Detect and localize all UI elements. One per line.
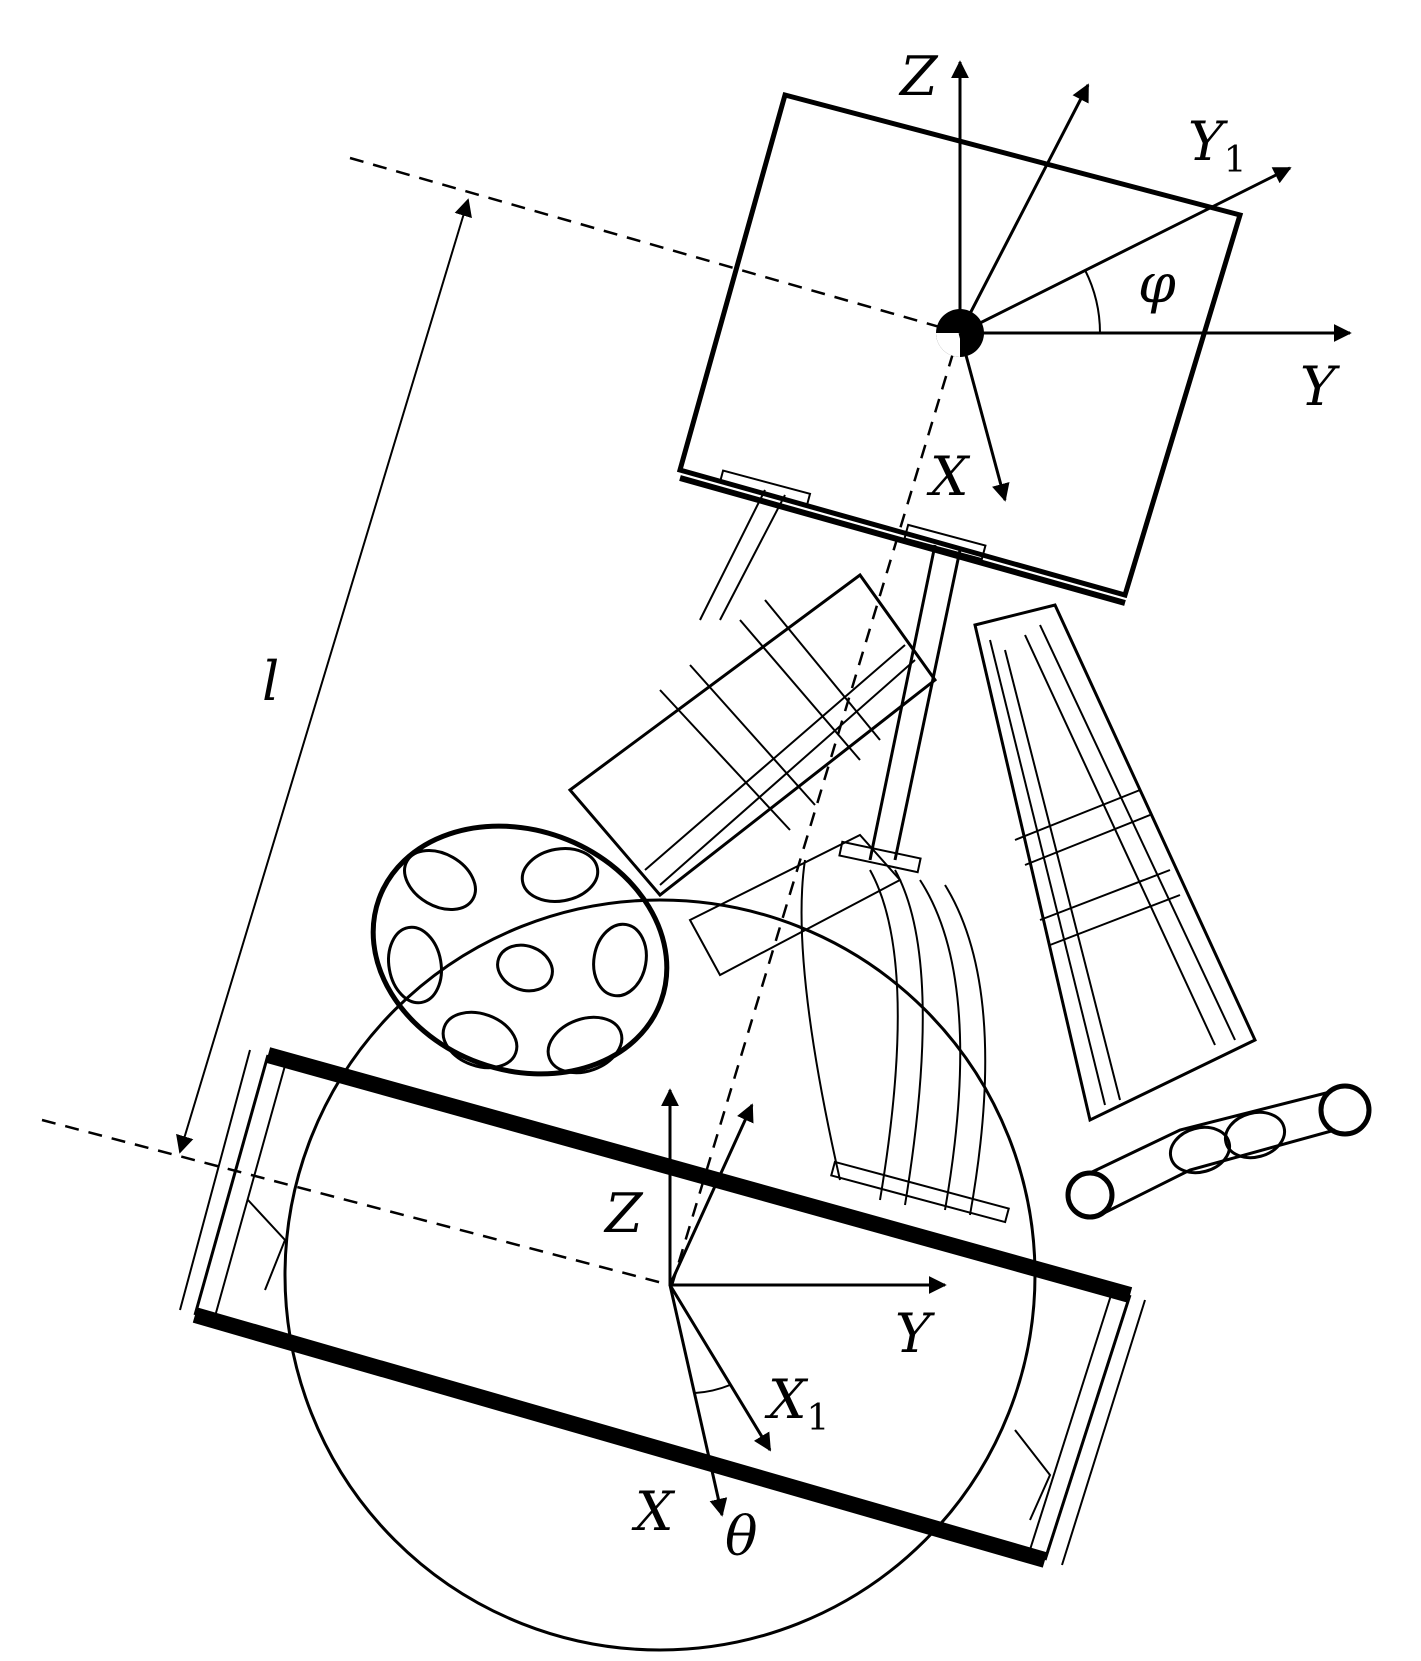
upper-dashed-line [349,156,951,332]
lower-x1-axis [668,1284,772,1452]
lower-tilted-z-axis [668,1103,754,1286]
phi-angle-arc [1084,269,1101,334]
upper-box [676,91,1244,606]
center-dashed-line [670,329,962,1286]
upper-phi-label: φ [1138,252,1176,315]
lower-x1-label: X1 [764,1368,829,1439]
lower-theta-label: θ [725,1505,758,1568]
omni-wheel [370,823,670,1077]
lower-x-label: X [631,1480,676,1543]
length-dimension-arrow [176,198,472,1154]
lower-z-label: Z [603,1182,644,1245]
side-strut [973,603,1257,1123]
upper-y1-axis [959,166,1292,335]
upper-x-axis [958,332,1010,502]
robot-body-drawing [179,91,1372,1652]
leg-tubes [800,859,1010,1224]
lower-dashed-line [41,1118,671,1287]
upper-z-label: Z [898,45,939,108]
support-post [699,469,987,874]
upper-tilted-z-axis [958,83,1090,334]
theta-angle-arc [694,1384,731,1394]
wheel-arm [567,572,938,977]
upper-x-label: X [926,445,971,508]
side-handle [1065,1083,1372,1220]
length-l-label: l [262,650,279,713]
lower-y-label: Y [895,1302,935,1365]
upper-y-label: Y [1300,355,1340,418]
lower-x-axis [668,1284,728,1517]
upper-y1-label: Y1 [1188,110,1247,181]
